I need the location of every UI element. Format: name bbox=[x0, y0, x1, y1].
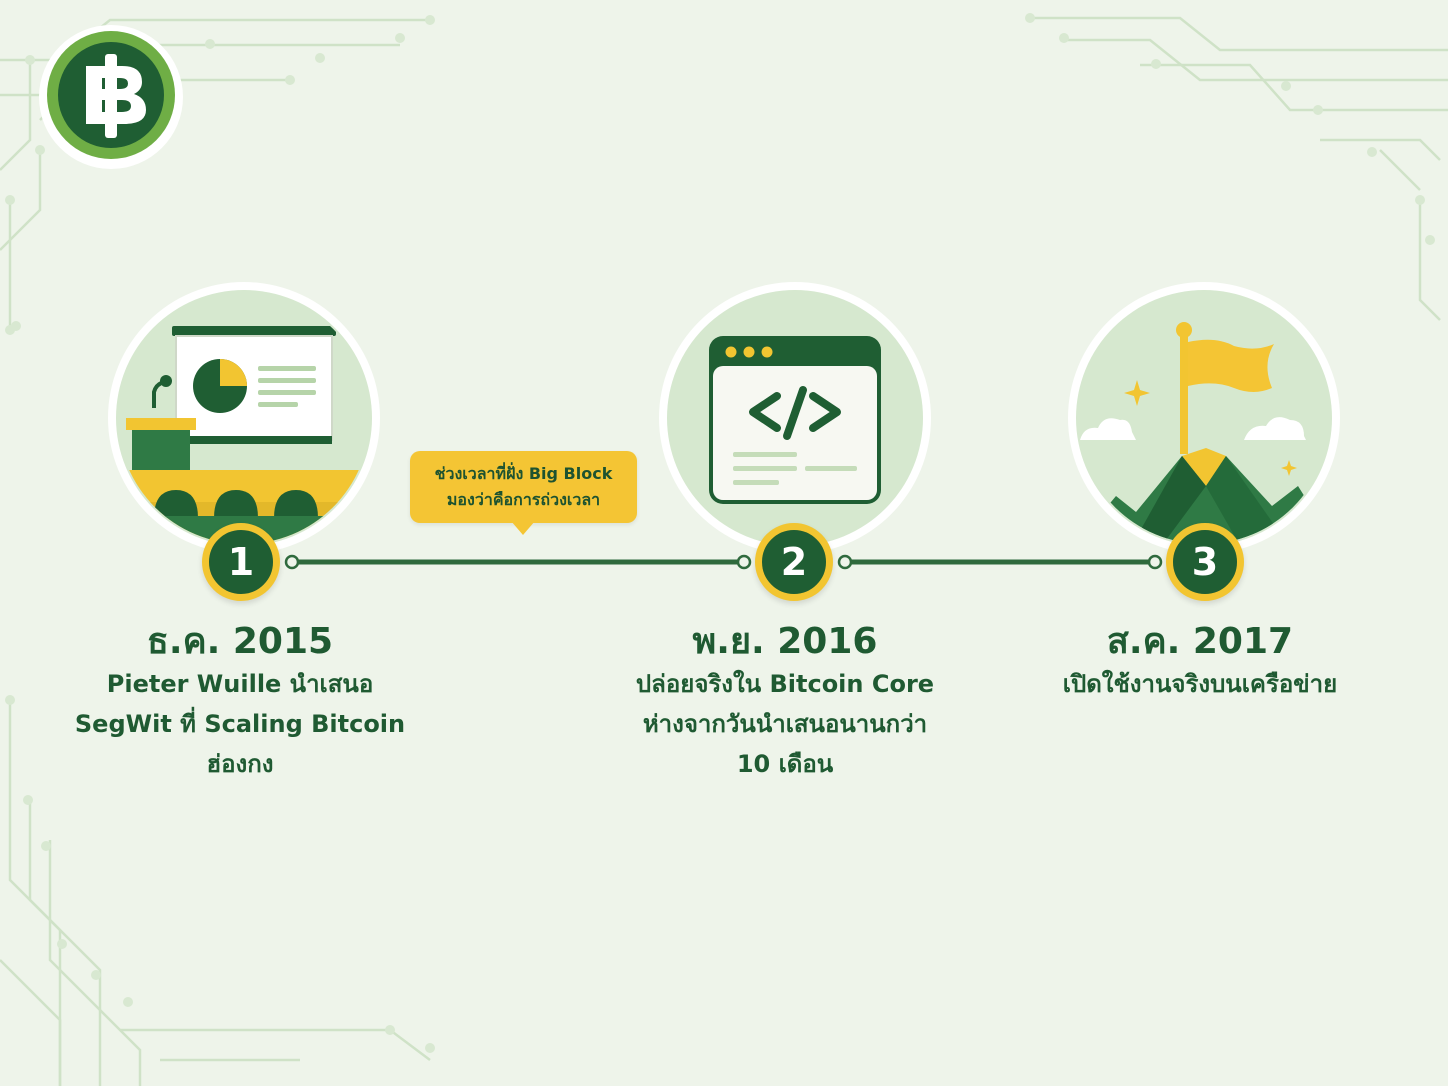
mountain-flag-icon bbox=[1068, 282, 1340, 554]
callout-pointer bbox=[511, 521, 535, 535]
event-3: ส.ค. 2017 เปิดใช้งานจริงบนเครือข่าย bbox=[1000, 620, 1400, 704]
event-2-illustration bbox=[657, 280, 933, 556]
event-2-desc-line-3: 10 เดือน bbox=[736, 750, 834, 778]
step-badge-2: 2 bbox=[755, 523, 833, 601]
event-2: พ.ย. 2016 ปล่อยจริงใน Bitcoin Core ห่างจ… bbox=[585, 620, 985, 784]
step-badge-3: 3 bbox=[1166, 523, 1244, 601]
conference-presentation-icon bbox=[108, 282, 380, 554]
event-1-illustration bbox=[106, 280, 382, 556]
brand-logo bbox=[38, 24, 184, 170]
thai-baht-coin-icon bbox=[39, 25, 183, 169]
code-window-icon bbox=[659, 282, 931, 554]
delay-callout: ช่วงเวลาที่ฝั่ง Big Block มองว่าคือการถ่… bbox=[410, 451, 637, 523]
event-3-desc-line-1: เปิดใช้งานจริงบนเครือข่าย bbox=[1062, 670, 1338, 698]
step-badge-1: 1 bbox=[202, 523, 280, 601]
event-3-illustration bbox=[1066, 280, 1342, 556]
event-3-date: ส.ค. 2017 bbox=[1106, 621, 1294, 662]
event-1-date: ธ.ค. 2015 bbox=[146, 621, 334, 662]
event-2-desc-line-1: ปล่อยจริงใน Bitcoin Core bbox=[635, 670, 935, 698]
event-2-date: พ.ย. 2016 bbox=[692, 621, 878, 662]
event-1-desc-line-3: ฮ่องกง bbox=[206, 750, 274, 778]
event-1-desc-line-1: Pieter Wuille นำเสนอ bbox=[106, 670, 374, 698]
event-1-desc-line-2: SegWit ที่ Scaling Bitcoin bbox=[74, 710, 406, 738]
event-2-desc-line-2: ห่างจากวันนำเสนอนานกว่า bbox=[642, 710, 928, 738]
event-1: ธ.ค. 2015 Pieter Wuille นำเสนอ SegWit ที… bbox=[40, 620, 440, 784]
callout-line-1: ช่วงเวลาที่ฝั่ง Big Block bbox=[434, 464, 613, 483]
callout-line-2: มองว่าคือการถ่วงเวลา bbox=[446, 490, 601, 509]
